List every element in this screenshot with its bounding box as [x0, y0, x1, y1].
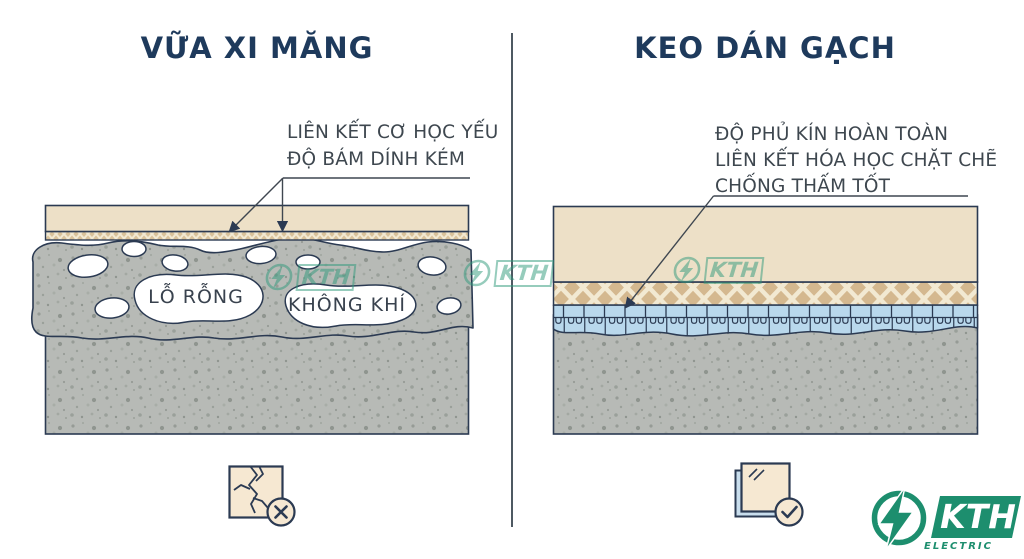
- left-panel-title: VỮA XI MĂNG: [140, 31, 374, 65]
- left-leader-lines: [228, 177, 470, 233]
- panel-divider: [511, 33, 513, 527]
- x-mark-icon: [266, 497, 296, 527]
- tile-stack-icon: [734, 462, 804, 527]
- void-shape-large: [133, 273, 264, 324]
- right-annotation-line-3: CHỐNG THẤM TỐT: [715, 176, 891, 197]
- cracked-tile-icon: [228, 465, 296, 527]
- air-shape-large: [284, 283, 417, 329]
- right-annotation-line-2: LIÊN KẾT HÓA HỌC CHẶT CHẼ: [715, 150, 998, 171]
- watermark-text: KTH: [703, 256, 765, 284]
- watermark-text: KTH: [493, 259, 555, 287]
- adhesive-comb-pattern: [553, 305, 978, 336]
- mortar-voids: [67, 240, 462, 329]
- lightning-icon: [673, 256, 701, 284]
- logo-brand-text: KTH: [940, 497, 1016, 536]
- right-diagram: [552, 205, 979, 435]
- logo-ring: [871, 490, 927, 546]
- left-annotation-line-2: ĐỘ BÁM DÍNH KÉM: [287, 149, 466, 170]
- lightning-icon: [877, 486, 915, 551]
- logo-subtitle: ELECTRIC: [924, 541, 993, 552]
- mortar-contact-strip: [44, 230, 470, 241]
- air-label: KHÔNG KHÍ: [288, 292, 406, 316]
- right-annotation: ĐỘ PHỦ KÍN HOÀN TOÀN LIÊN KẾT HÓA HỌC CH…: [715, 122, 997, 200]
- kth-electric-logo: KTH ELECTRIC: [860, 476, 1022, 554]
- left-annotation-line-1: LIÊN KẾT CƠ HỌC YẾU: [287, 122, 499, 143]
- check-mark-icon: [774, 497, 804, 527]
- lightning-icon: [265, 263, 293, 291]
- watermark-text: KTH: [295, 263, 357, 291]
- kth-watermark: KTH: [460, 258, 555, 288]
- left-annotation: LIÊN KẾT CƠ HỌC YẾU ĐỘ BÁM DÍNH KÉM: [287, 119, 498, 173]
- adhesive-bed-layer: [552, 281, 979, 306]
- shine-lines: [748, 468, 765, 481]
- kth-watermark: KTH: [262, 262, 357, 292]
- lightning-icon: [463, 259, 491, 287]
- right-panel-title: KEO DÁN GẠCH: [634, 31, 896, 65]
- tile-layer-left: [44, 204, 470, 233]
- right-annotation-line-1: ĐỘ PHỦ KÍN HOÀN TOÀN: [715, 124, 949, 145]
- tile-layer-right: [552, 205, 979, 283]
- left-diagram: LỖ RỖNG KHÔNG KHÍ: [30, 204, 474, 435]
- void-label: LỖ RỖNG: [148, 282, 244, 308]
- crack-lines: [233, 465, 269, 514]
- right-leader-lines: [624, 195, 968, 309]
- kth-watermark: KTH: [670, 255, 765, 285]
- logo-badge: [931, 496, 1021, 538]
